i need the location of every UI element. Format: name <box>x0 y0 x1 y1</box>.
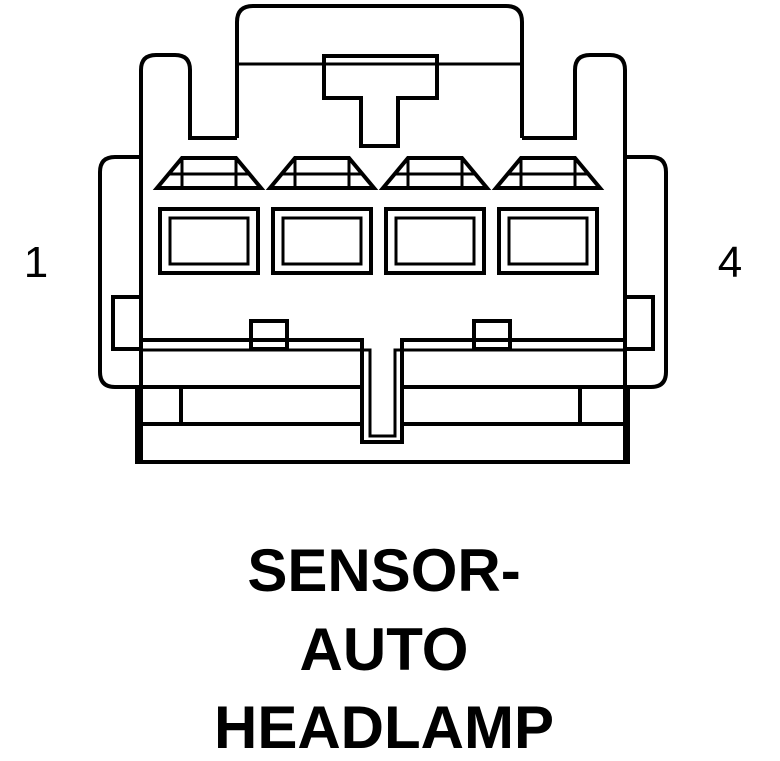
left-side-wing <box>98 155 141 389</box>
terminal-cavities <box>152 156 605 275</box>
pin-cavity-3 <box>378 156 492 275</box>
title-line-2: AUTO <box>300 616 469 683</box>
pin-cavity-4 <box>491 156 605 275</box>
left-shoulder <box>139 53 237 160</box>
right-shoulder <box>522 53 627 160</box>
top-latch-housing <box>235 4 524 138</box>
title-line-3: HEADLAMP <box>214 694 554 761</box>
pin-label-1: 1 <box>24 238 48 287</box>
pin-label-4: 4 <box>718 238 742 287</box>
connector-body <box>98 4 668 464</box>
latch-key <box>322 54 439 148</box>
rail-tab-left <box>249 319 289 351</box>
base-plate <box>135 387 630 464</box>
rail-tab-right <box>472 319 512 351</box>
upper-rail <box>141 338 625 444</box>
title-line-1: SENSOR- <box>247 537 520 604</box>
right-side-tab <box>623 295 655 351</box>
connector-title: SENSOR- AUTO HEADLAMP <box>214 537 554 761</box>
pin-cavity-1 <box>152 156 266 275</box>
left-side-tab <box>111 295 143 351</box>
right-side-wing <box>625 155 668 389</box>
pin-cavity-2 <box>265 156 379 275</box>
